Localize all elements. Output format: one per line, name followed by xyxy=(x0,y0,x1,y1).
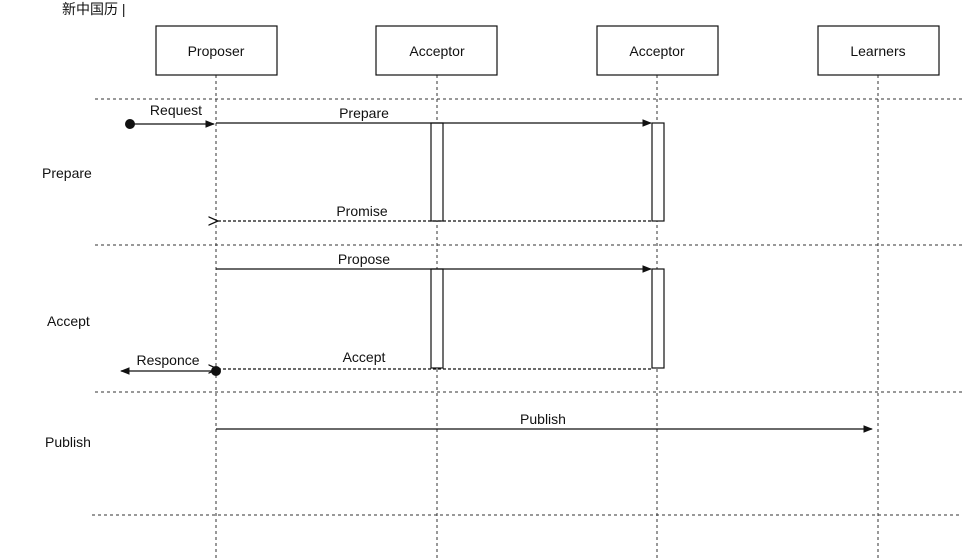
phase-label-prepare: Prepare xyxy=(42,165,92,181)
message-request: Request xyxy=(125,102,215,129)
activation-acceptor-1-prepare xyxy=(430,122,444,222)
participant-learners: Learners xyxy=(817,25,940,76)
participant-label: Proposer xyxy=(188,43,245,59)
message-label: Prepare xyxy=(339,105,389,121)
message-label: Promise xyxy=(336,203,388,219)
message-label: Publish xyxy=(520,411,566,427)
top-cutoff-text: 新中国历 | xyxy=(62,1,126,17)
message-promise: Promise xyxy=(218,203,651,221)
activation-acceptor-1-accept xyxy=(430,268,444,369)
participant-proposer: Proposer xyxy=(155,25,278,76)
participant-box xyxy=(596,25,719,76)
message-label: Propose xyxy=(338,251,390,267)
message-responce: Responce xyxy=(120,352,221,376)
message-publish: Publish xyxy=(216,411,873,433)
participant-box xyxy=(155,25,278,76)
participant-acceptor-1: Acceptor xyxy=(375,25,498,76)
participant-label: Learners xyxy=(850,43,905,59)
message-label: Request xyxy=(150,102,202,118)
participant-label: Acceptor xyxy=(409,43,465,59)
participant-box xyxy=(817,25,940,76)
activation-acceptor-2-accept xyxy=(651,268,665,369)
phase-label-publish: Publish xyxy=(45,434,91,450)
activation-acceptor-2-prepare xyxy=(651,122,665,222)
message-label: Accept xyxy=(343,349,386,365)
message-label: Responce xyxy=(136,352,199,368)
participant-label: Acceptor xyxy=(629,43,685,59)
message-accept: Accept xyxy=(218,349,651,369)
phase-label-accept: Accept xyxy=(47,313,90,329)
participant-box xyxy=(375,25,498,76)
participant-acceptor-2: Acceptor xyxy=(596,25,719,76)
message-propose: Propose xyxy=(216,251,652,273)
message-prepare: Prepare xyxy=(216,105,652,127)
